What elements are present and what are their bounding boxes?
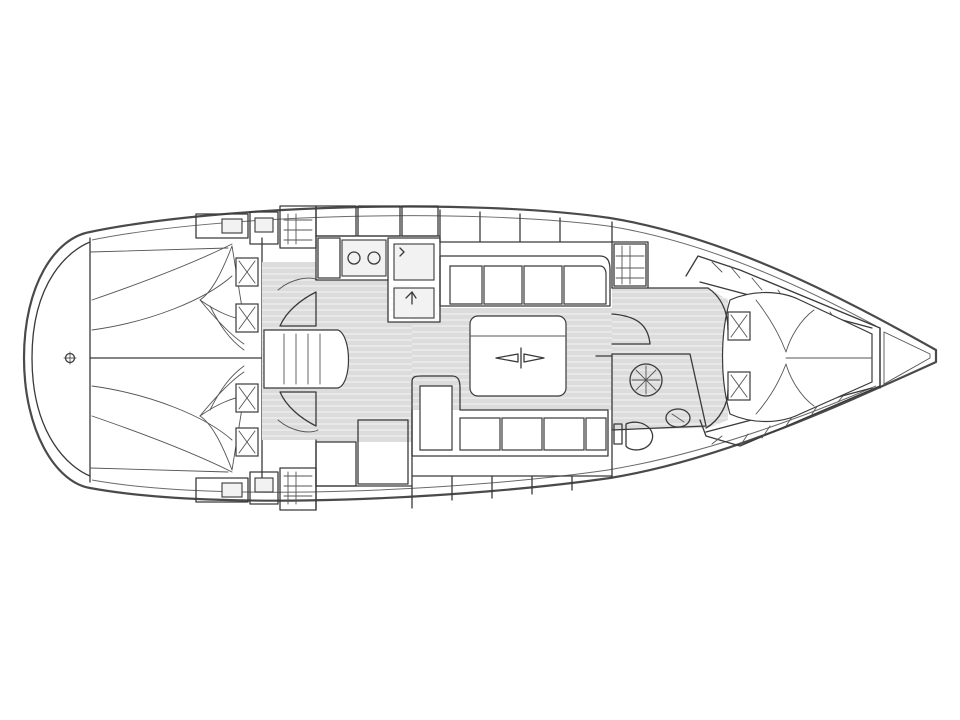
- hull-inner-line-lower: [91, 385, 877, 493]
- aft-berth-edge-top: [89, 247, 229, 253]
- saloon-lockers-bottom: [315, 409, 613, 511]
- forepeak: [879, 327, 931, 389]
- aft-locker-top: [195, 205, 317, 249]
- shower-drain-icon: [629, 363, 663, 397]
- saloon-settee-starboard: [411, 375, 609, 457]
- stove-icon: [341, 239, 387, 277]
- saloon-lockers-top: [439, 209, 613, 289]
- saloon-settee-port: [439, 255, 611, 307]
- companionway-steps: [263, 277, 349, 433]
- head-compartment: [595, 353, 707, 451]
- cockpit-floor-outline: [31, 241, 91, 477]
- wash-basin-icon: [665, 408, 691, 428]
- forward-bulkhead: [611, 241, 709, 345]
- stern-fitting: [63, 351, 77, 365]
- forward-cabin: [685, 255, 881, 447]
- saloon-table: [469, 315, 567, 397]
- aft-berth-edge-bottom: [89, 467, 229, 473]
- galley: [315, 205, 441, 323]
- toilet-icon: [625, 421, 654, 451]
- pillow-icon: [235, 257, 259, 457]
